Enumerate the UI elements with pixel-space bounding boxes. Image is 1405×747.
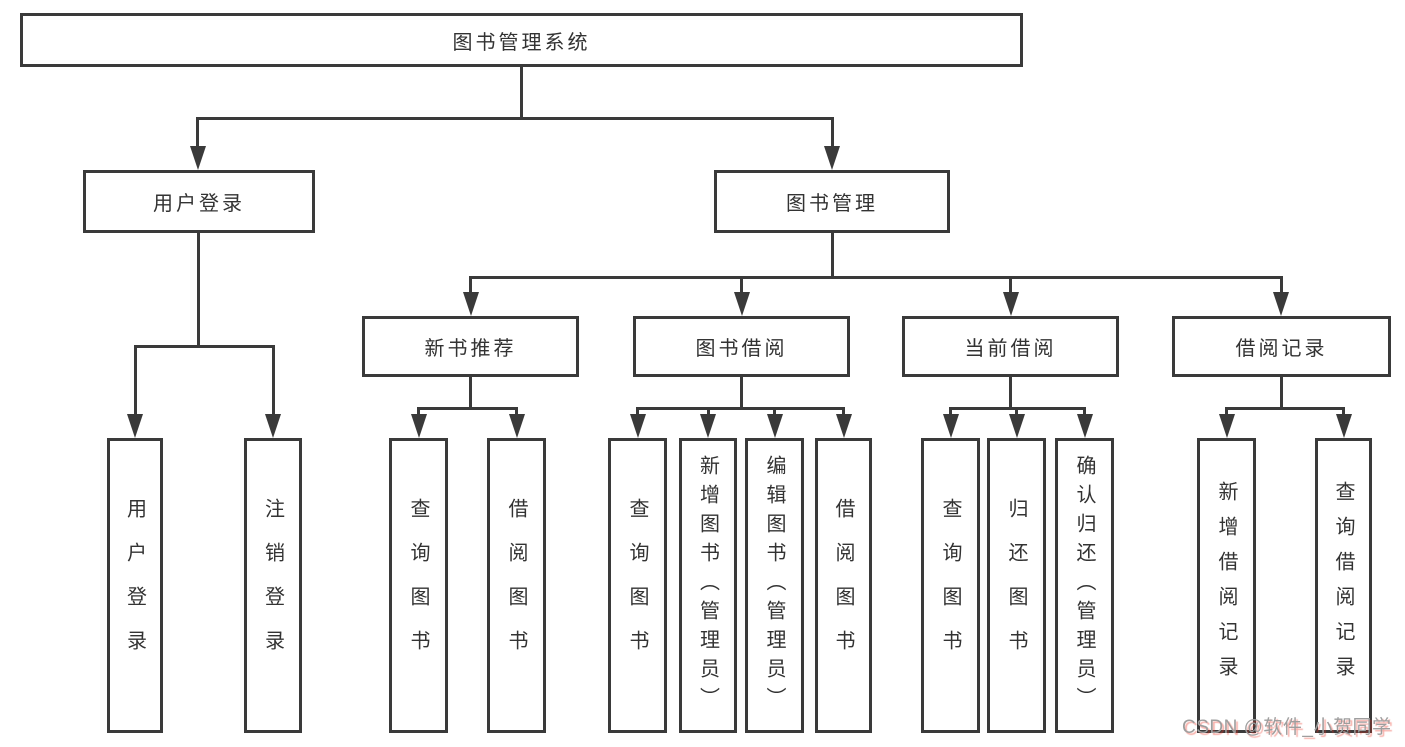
node-label: 借阅记录: [1235, 338, 1328, 360]
leaf-edit-book-admin: 编辑图书（管理员）: [745, 438, 804, 733]
leaf-query-borrow-record: 查询借阅记录: [1315, 438, 1372, 733]
connector-line: [196, 117, 834, 120]
connector-line: [271, 345, 275, 425]
node-user-login: 用户登录: [83, 170, 315, 233]
node-label: 借阅图书: [505, 497, 527, 674]
connector-line: [1009, 276, 1012, 298]
connector-line: [133, 345, 275, 348]
arrowhead-down-icon: [1273, 292, 1289, 316]
leaf-add-borrow-record: 新增借阅记录: [1197, 438, 1256, 733]
leaf-return-books: 归还图书: [987, 438, 1046, 733]
arrowhead-down-icon: [700, 414, 716, 438]
arrowhead-down-icon: [410, 414, 427, 438]
arrowhead-down-icon: [942, 414, 959, 438]
node-label: 新书推荐: [424, 338, 517, 360]
connector-line: [133, 345, 137, 425]
leaf-borrow-books-recommend: 借阅图书: [487, 438, 546, 733]
leaf-user-login: 用户登录: [107, 438, 163, 733]
arrowhead-down-icon: [1076, 414, 1093, 438]
node-label: 查询图书: [407, 497, 429, 674]
connector-line: [469, 276, 472, 298]
node-label: 用户登录: [123, 497, 146, 674]
connector-line: [196, 233, 200, 345]
arrowhead-down-icon: [733, 292, 750, 316]
node-label: 当前借阅: [964, 338, 1057, 360]
node-new-book-recommendation: 新书推荐: [362, 316, 579, 377]
node-label: 新增图书（管理员）: [696, 455, 719, 716]
node-book-management: 图书管理: [714, 170, 950, 233]
arrowhead-down-icon: [1218, 414, 1235, 438]
node-label: 确认归还（管理员）: [1073, 455, 1095, 716]
arrowhead-down-icon: [824, 146, 840, 170]
node-label: 查询借阅记录: [1332, 480, 1354, 691]
arrowhead-down-icon: [766, 414, 783, 438]
csdn-watermark: CSDN @软件_小贺同学: [1182, 717, 1392, 738]
arrowhead-down-icon: [1008, 414, 1025, 438]
arrowhead-down-icon: [629, 414, 646, 438]
connector-line: [519, 67, 523, 117]
connector-line: [196, 117, 199, 152]
leaf-confirm-return-admin: 确认归还（管理员）: [1055, 438, 1114, 733]
node-label: 归还图书: [1005, 497, 1027, 674]
node-label: 图书管理系统: [452, 31, 591, 54]
connector-line: [1225, 407, 1345, 410]
connector-line: [1279, 276, 1283, 298]
arrowhead-down-icon: [835, 414, 852, 438]
connector-line: [417, 407, 518, 410]
connector-line: [636, 407, 845, 410]
node-borrowing-records: 借阅记录: [1172, 316, 1391, 377]
connector-line: [1279, 377, 1283, 409]
node-label: 查询图书: [939, 497, 961, 674]
node-label: 注销登录: [261, 497, 284, 674]
node-label: 用户登录: [153, 193, 245, 215]
arrowhead-down-icon: [462, 292, 479, 316]
arrowhead-down-icon: [127, 414, 143, 438]
leaf-query-books-current: 查询图书: [921, 438, 980, 733]
leaf-add-book-admin: 新增图书（管理员）: [679, 438, 737, 733]
leaf-query-books-borrowing: 查询图书: [608, 438, 667, 733]
node-label: 新增借阅记录: [1215, 480, 1237, 691]
node-book-borrowing: 图书借阅: [633, 316, 850, 377]
leaf-query-books-recommend: 查询图书: [389, 438, 448, 733]
node-current-borrowing: 当前借阅: [902, 316, 1119, 377]
node-label: 图书借阅: [695, 338, 788, 360]
connector-line: [469, 377, 472, 409]
node-label: 图书管理: [786, 193, 878, 215]
arrowhead-down-icon: [508, 414, 525, 438]
node-label: 借阅图书: [832, 497, 854, 674]
connector-line: [740, 276, 743, 298]
node-label: 查询图书: [626, 497, 648, 674]
leaf-borrow-books: 借阅图书: [815, 438, 872, 733]
connector-line: [949, 407, 1086, 410]
connector-line: [1009, 377, 1012, 409]
arrowhead-down-icon: [1335, 414, 1352, 438]
leaf-logout: 注销登录: [244, 438, 302, 733]
node-library-management-system: 图书管理系统: [20, 13, 1023, 67]
connector-line: [469, 276, 1283, 279]
connector-line: [830, 117, 834, 152]
arrowhead-down-icon: [189, 146, 206, 170]
arrowhead-down-icon: [1002, 292, 1019, 316]
connector-line: [830, 233, 834, 278]
connector-line: [740, 377, 743, 409]
node-label: 编辑图书（管理员）: [763, 455, 785, 716]
arrowhead-down-icon: [265, 414, 281, 438]
